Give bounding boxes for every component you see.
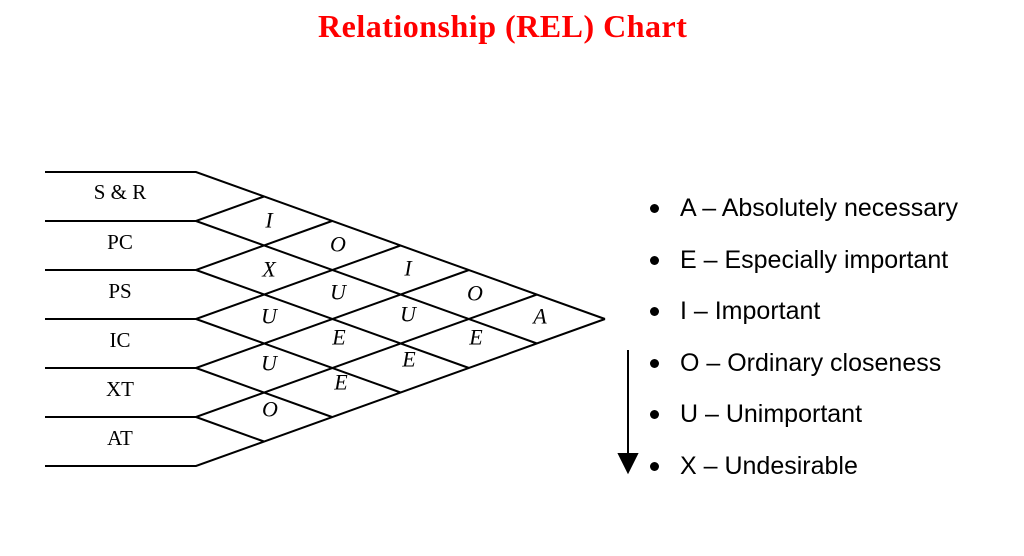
cell-pc-ic: U <box>330 280 348 305</box>
cell-sr-xt: O <box>467 281 483 306</box>
row-label-sr: S & R <box>94 180 147 204</box>
cell-pc-ps: X <box>261 257 277 282</box>
row-label-ps: PS <box>108 279 131 303</box>
legend-item-label: A – Absolutely necessary <box>680 194 958 223</box>
cell-sr-ic: I <box>403 256 413 281</box>
row-label-pc: PC <box>107 230 133 254</box>
legend-item-o: O – Ordinary closeness <box>650 338 958 390</box>
cell-ic-at: E <box>333 370 348 395</box>
bullet-icon <box>650 461 659 471</box>
band-line-7 <box>45 318 606 467</box>
down-arrow-icon <box>617 350 639 475</box>
legend: A – Absolutely necessary E – Especially … <box>650 183 958 492</box>
row-label-xt: XT <box>106 377 134 401</box>
cell-ps-ic: U <box>261 304 279 329</box>
cell-sr-at: A <box>531 304 547 329</box>
row-label-ic: IC <box>110 328 131 352</box>
cell-sr-ps: O <box>330 232 346 257</box>
cell-ps-xt: E <box>331 325 346 350</box>
row-label-at: AT <box>107 426 133 450</box>
legend-item-x: X – Undesirable <box>650 441 958 493</box>
legend-item-a: A – Absolutely necessary <box>650 183 958 235</box>
page-title: Relationship (REL) Chart <box>318 8 688 44</box>
band-line-2 <box>45 195 538 345</box>
bullet-icon <box>650 410 659 420</box>
bullet-icon <box>650 358 659 368</box>
cell-pc-at: E <box>468 325 483 350</box>
legend-item-label: E – Especially important <box>680 245 949 274</box>
legend-item-label: X – Undesirable <box>680 451 858 480</box>
cell-pc-xt: U <box>400 302 418 327</box>
legend-item-i: I – Important <box>650 286 958 338</box>
legend-item-label: I – Important <box>680 297 821 326</box>
bullet-icon <box>650 307 659 317</box>
band-line-4 <box>45 244 401 394</box>
cell-ic-xt: U <box>261 351 279 376</box>
band-line-6 <box>45 293 538 443</box>
cell-ps-at: E <box>401 347 416 372</box>
legend-item-label: U – Unimportant <box>680 400 863 429</box>
cell-sr-pc: I <box>264 208 274 233</box>
cell-xt-at: O <box>262 397 278 422</box>
bullet-icon <box>650 204 659 214</box>
legend-item-u: U – Unimportant <box>650 389 958 441</box>
legend-item-label: O – Ordinary closeness <box>680 348 942 377</box>
legend-item-e: E – Especially important <box>650 235 958 287</box>
bullet-icon <box>650 255 659 265</box>
